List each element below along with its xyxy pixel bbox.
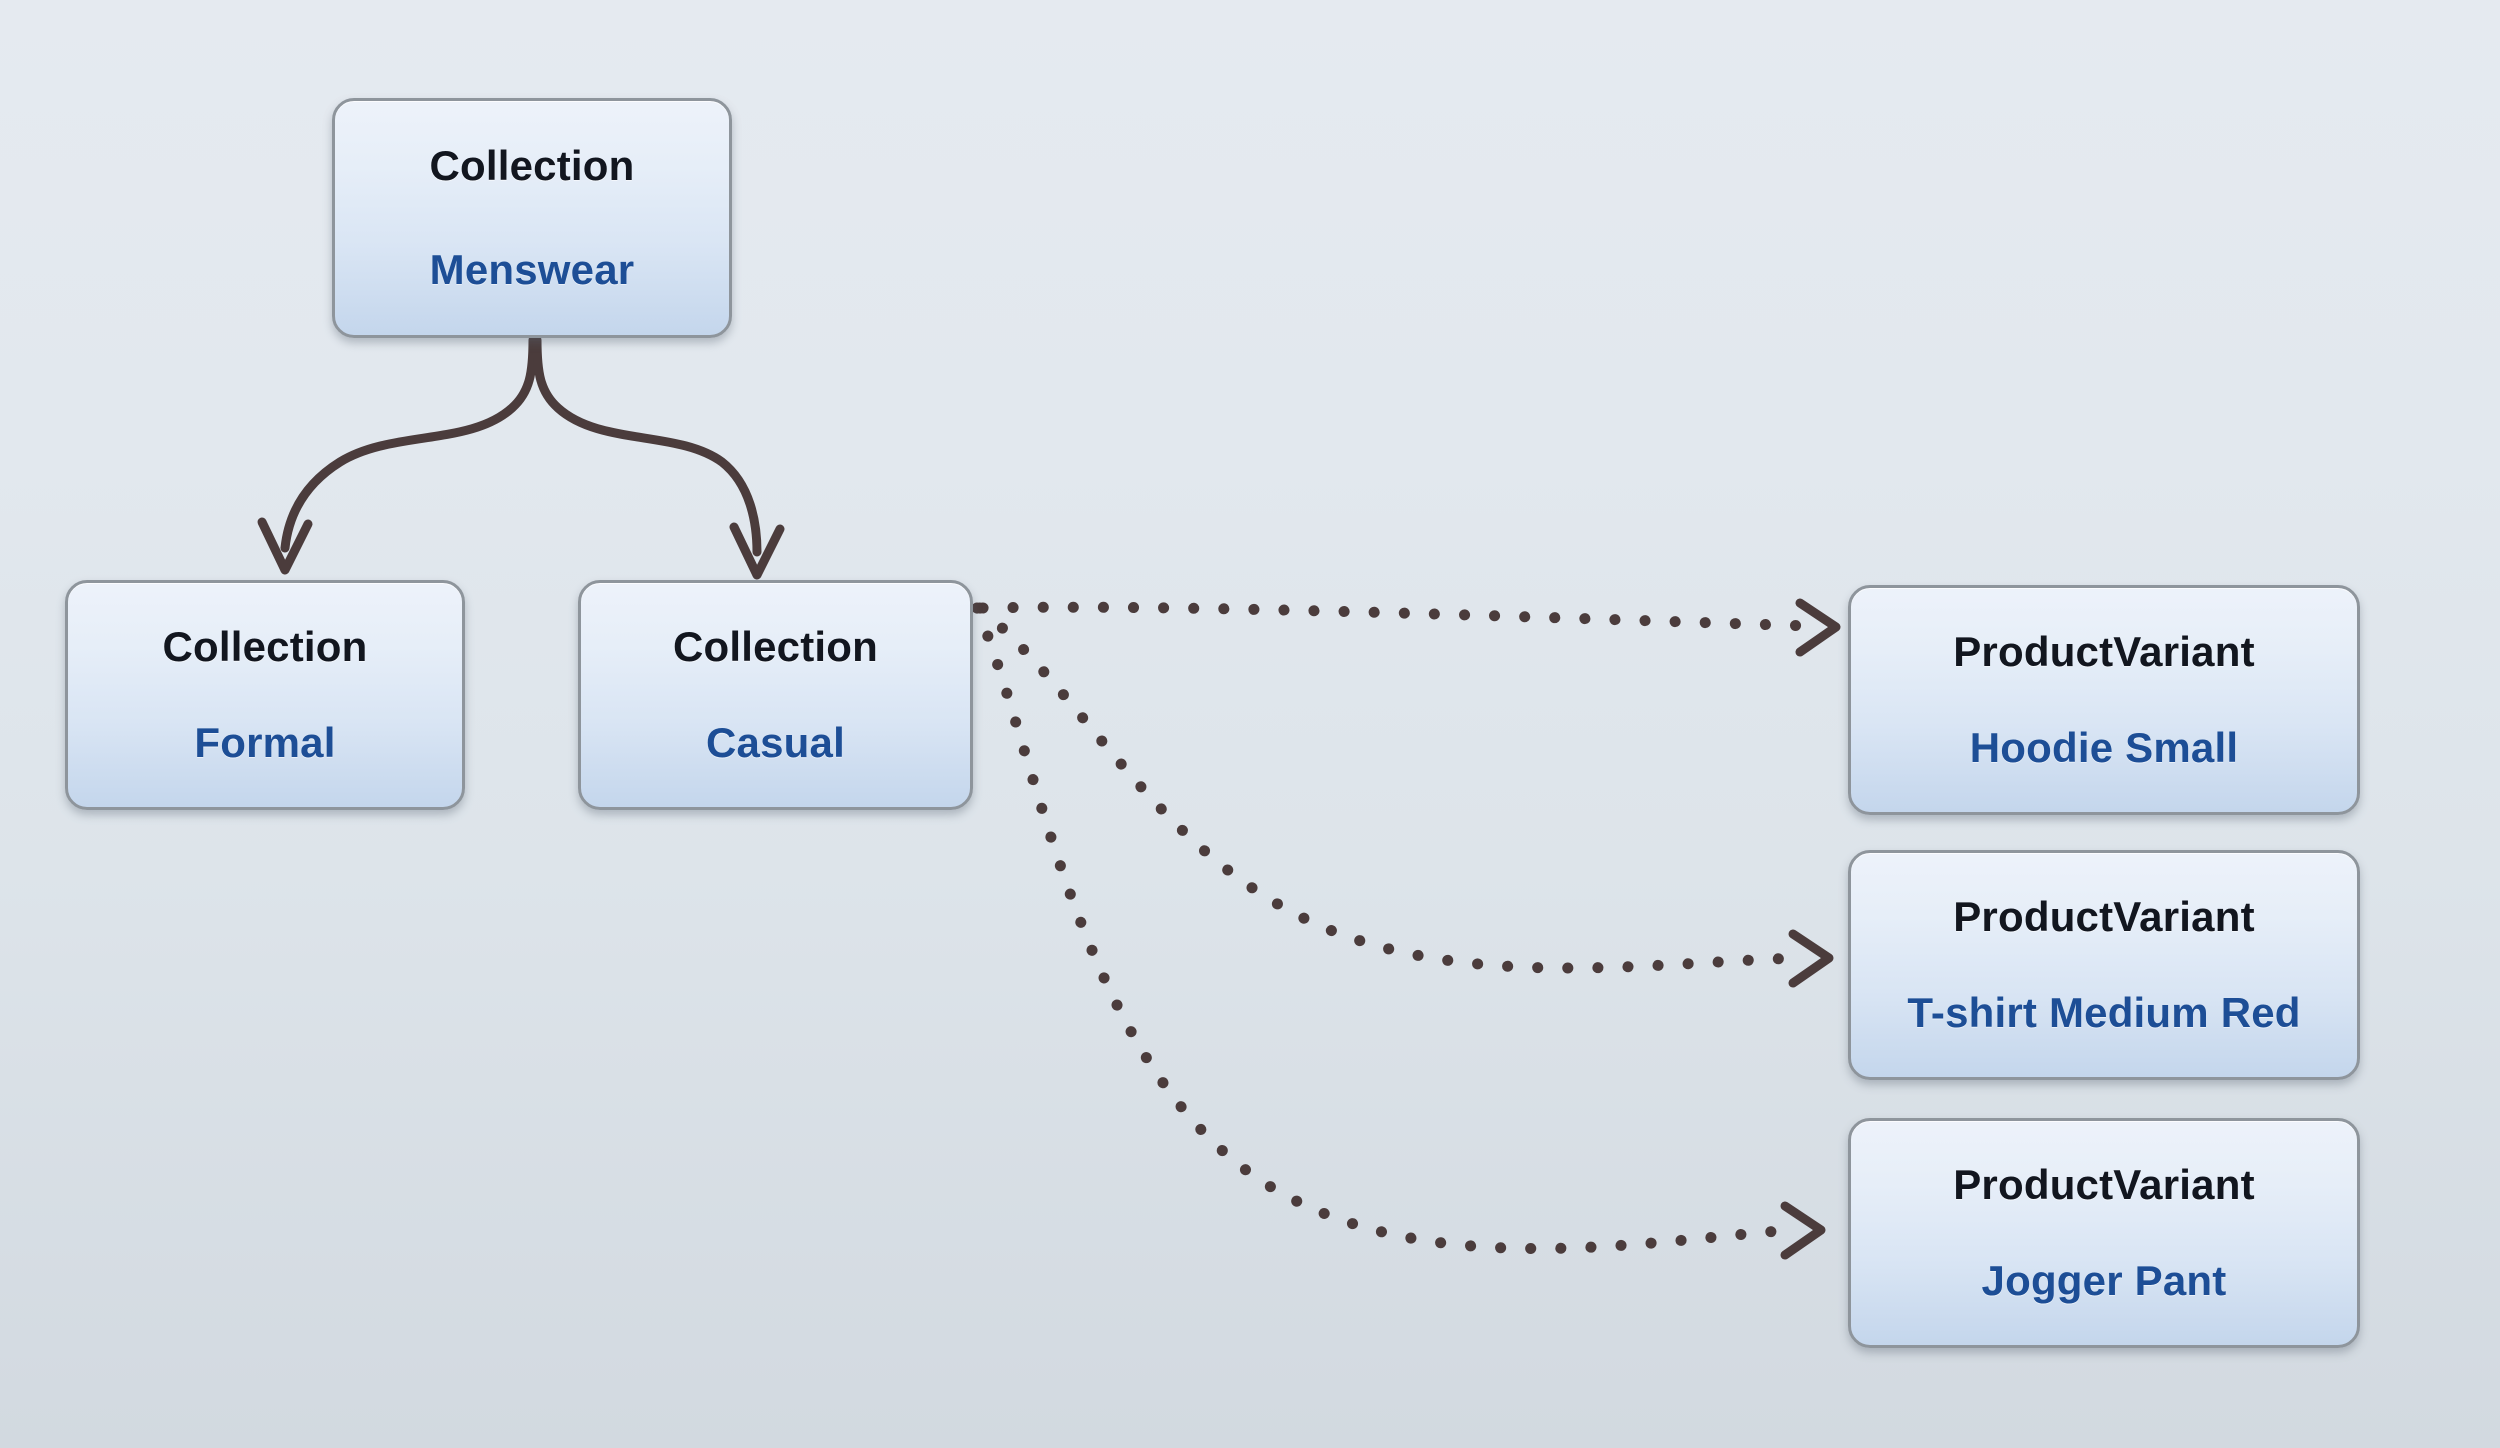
node-type-label: Collection: [429, 142, 635, 189]
node-collection-casual[interactable]: Collection Casual: [578, 580, 973, 810]
node-type-label: Collection: [672, 623, 878, 670]
edge-casual-tshirt-medium-red: [974, 602, 1834, 988]
node-type-label: ProductVariant: [1953, 893, 2255, 940]
node-productvariant-jogger-pant[interactable]: ProductVariant Jogger Pant: [1848, 1118, 2360, 1348]
node-productvariant-tshirt-medium-red[interactable]: ProductVariant T-shirt Medium Red: [1848, 850, 2360, 1080]
node-value-label: T-shirt Medium Red: [1907, 989, 2301, 1036]
node-value-label: Menswear: [429, 246, 635, 293]
node-value-label: Casual: [706, 719, 845, 766]
node-type-label: ProductVariant: [1953, 628, 2255, 675]
edge-casual-hoodie-small: [977, 598, 1841, 657]
node-type-label: ProductVariant: [1953, 1161, 2255, 1208]
edge-casual-jogger-pant: [971, 602, 1826, 1260]
node-productvariant-hoodie-small[interactable]: ProductVariant Hoodie Small: [1848, 585, 2360, 815]
node-type-label: Collection: [162, 623, 368, 670]
node-collection-menswear[interactable]: Collection Menswear: [332, 98, 732, 338]
node-value-label: Jogger Pant: [1981, 1257, 2227, 1304]
node-collection-formal[interactable]: Collection Formal: [65, 580, 465, 810]
node-value-label: Formal: [194, 719, 336, 766]
node-value-label: Hoodie Small: [1969, 724, 2239, 771]
edge-menswear-casual: [532, 335, 785, 580]
edge-menswear-formal: [257, 335, 538, 575]
